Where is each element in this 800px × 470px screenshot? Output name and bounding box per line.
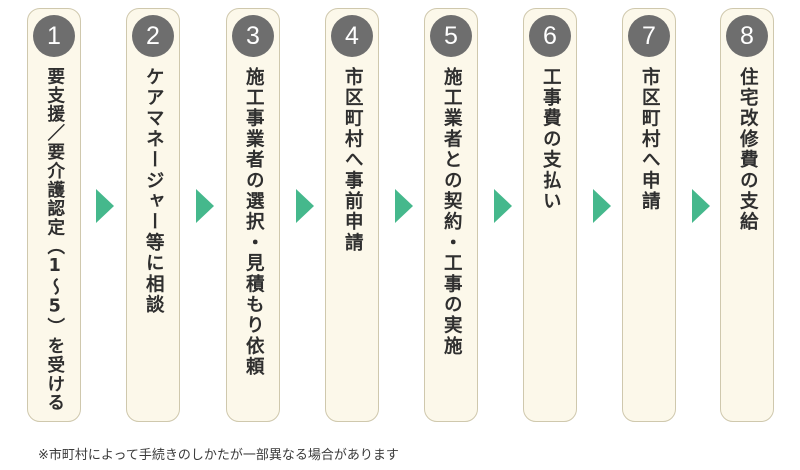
- step-card-8: 8 住宅改修費の支給: [720, 8, 774, 422]
- step-card-1: 1 要支援／要介護認定（1～5）を受ける: [27, 8, 81, 422]
- right-triangle-arrow-icon: [96, 189, 114, 223]
- right-triangle-arrow-icon: [692, 189, 710, 223]
- right-triangle-arrow-icon: [395, 189, 413, 223]
- step-label: ケアマネージャー等に相談: [143, 67, 165, 316]
- step-card-5: 5 施工業者との契約・工事の実施: [424, 8, 478, 422]
- step-card-6: 6 工事費の支払い: [523, 8, 577, 422]
- step-number-badge: 6: [529, 15, 571, 57]
- right-triangle-arrow-icon: [593, 189, 611, 223]
- step-label: 施工業者との契約・工事の実施: [441, 67, 463, 357]
- step-card-3: 3 施工事業者の選択・見積もり依頼: [226, 8, 280, 422]
- right-triangle-arrow-icon: [296, 189, 314, 223]
- step-label: 市区町村へ申請: [639, 67, 661, 212]
- step-number-badge: 1: [33, 15, 75, 57]
- step-number-badge: 2: [132, 15, 174, 57]
- process-flow: 1 要支援／要介護認定（1～5）を受ける 2 ケアマネージャー等に相談 3 施工…: [27, 8, 774, 422]
- step-number-badge: 7: [628, 15, 670, 57]
- step-label: 施工事業者の選択・見積もり依頼: [243, 67, 265, 378]
- footnote: ※市町村によって手続きのしかたが一部異なる場合があります: [38, 448, 399, 463]
- step-number-badge: 4: [331, 15, 373, 57]
- right-triangle-arrow-icon: [196, 189, 214, 223]
- step-number-badge: 5: [430, 15, 472, 57]
- step-card-2: 2 ケアマネージャー等に相談: [126, 8, 180, 422]
- step-card-4: 4 市区町村へ事前申請: [325, 8, 379, 422]
- right-triangle-arrow-icon: [494, 189, 512, 223]
- step-label: 工事費の支払い: [540, 67, 562, 212]
- step-number-badge: 3: [232, 15, 274, 57]
- step-label: 住宅改修費の支給: [737, 67, 759, 233]
- step-number-badge: 8: [726, 15, 768, 57]
- step-label: 市区町村へ事前申請: [342, 67, 364, 254]
- step-card-7: 7 市区町村へ申請: [622, 8, 676, 422]
- step-label: 要支援／要介護認定（1～5）を受ける: [44, 67, 65, 413]
